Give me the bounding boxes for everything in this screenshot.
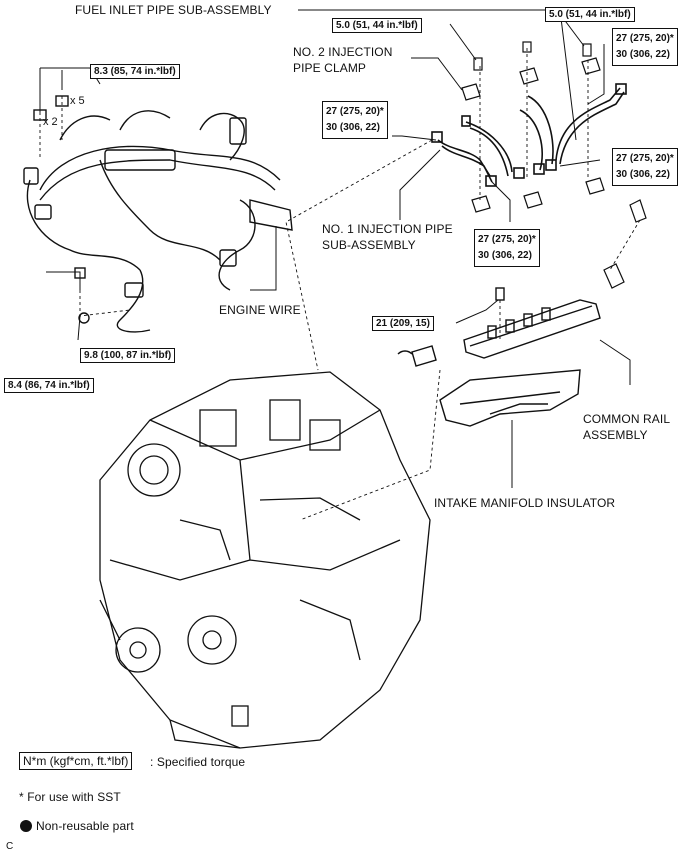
clamps-bolts	[461, 41, 647, 289]
injection-pipes	[431, 83, 627, 187]
torque-27-d: 27 (275, 20)*	[478, 234, 536, 245]
qty-x5: x 5	[70, 95, 85, 107]
engine-wire-harness	[23, 95, 293, 333]
torque-8-3: 8.3 (85, 74 in.*lbf)	[90, 64, 180, 79]
label-no1-pipe-line1: NO. 1 INJECTION PIPE	[322, 222, 453, 236]
torque-9-8: 9.8 (100, 87 in.*lbf)	[80, 348, 176, 363]
torque-30-d: 30 (306, 22)	[478, 250, 532, 261]
legend-torque-unit: N*m (kgf*cm, ft.*lbf)	[19, 752, 133, 770]
qty-x2: x 2	[43, 116, 58, 128]
label-engine-wire: ENGINE WIRE	[219, 303, 301, 317]
torque-5-0-left: 5.0 (51, 44 in.*lbf)	[332, 18, 422, 33]
engine-block	[99, 371, 431, 749]
legend-sst-note: * For use with SST	[19, 790, 121, 804]
torque-pair-no1-pipe: 27 (275, 20)* 30 (306, 22)	[322, 101, 388, 139]
torque-pair-fuel-inlet-top: 27 (275, 20)* 30 (306, 22)	[612, 28, 678, 66]
intake-insulator	[439, 369, 581, 427]
torque-30-b: 30 (306, 22)	[616, 49, 670, 60]
torque-30-c: 30 (306, 22)	[616, 169, 670, 180]
torque-27-b: 27 (275, 20)*	[616, 33, 674, 44]
torque-27-a: 27 (275, 20)*	[326, 106, 384, 117]
torque-pair-fuel-inlet-rail: 27 (275, 20)* 30 (306, 22)	[612, 148, 678, 186]
label-common-rail-line1: COMMON RAIL	[583, 412, 671, 426]
label-fuel-inlet-pipe: FUEL INLET PIPE SUB-ASSEMBLY	[75, 3, 272, 17]
legend-torque-desc: : Specified torque	[150, 755, 246, 769]
label-no2-clamp-line1: NO. 2 INJECTION	[293, 45, 393, 59]
label-common-rail-line2: ASSEMBLY	[583, 428, 648, 442]
torque-5-0-right: 5.0 (51, 44 in.*lbf)	[545, 7, 635, 22]
torque-30-a: 30 (306, 22)	[326, 122, 380, 133]
common-rail	[397, 287, 601, 367]
label-no1-pipe-line2: SUB-ASSEMBLY	[322, 238, 416, 252]
torque-pair-no1-rail: 27 (275, 20)* 30 (306, 22)	[474, 229, 540, 267]
nonreusable-symbol	[20, 820, 32, 832]
torque-8-4: 8.4 (86, 74 in.*lbf)	[4, 378, 94, 393]
corner-code: C	[6, 841, 14, 852]
label-intake-insulator: INTAKE MANIFOLD INSULATOR	[434, 496, 616, 510]
legend-nonreusable: Non-reusable part	[36, 819, 134, 833]
label-no2-clamp-line2: PIPE CLAMP	[293, 61, 367, 75]
torque-21: 21 (209, 15)	[372, 316, 434, 331]
torque-27-c: 27 (275, 20)*	[616, 153, 674, 164]
